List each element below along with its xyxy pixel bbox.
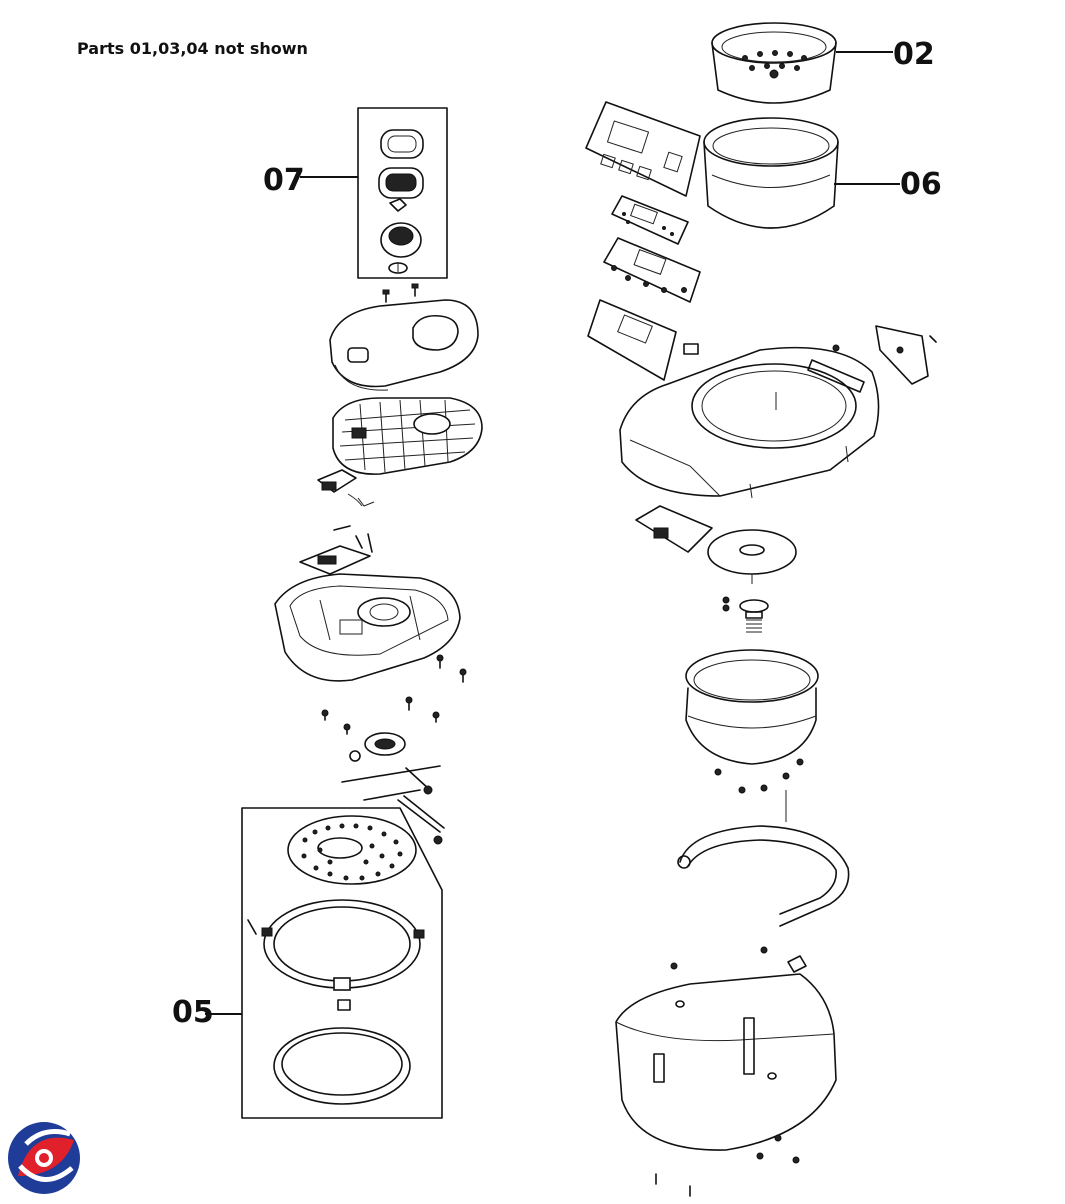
control-bracket bbox=[587, 299, 699, 381]
latch-parts bbox=[299, 469, 375, 575]
power-board bbox=[635, 505, 713, 553]
upper-body-frame bbox=[619, 346, 880, 499]
hinge-parts bbox=[341, 732, 445, 845]
control-panel-cover bbox=[585, 101, 701, 197]
lid-bottom-housing bbox=[274, 573, 461, 682]
control-board bbox=[603, 237, 701, 303]
part-07-group bbox=[357, 107, 448, 279]
screws-right-mid bbox=[714, 758, 804, 822]
heating-bowl bbox=[685, 649, 819, 765]
thermostat-sensor bbox=[722, 596, 769, 633]
screws-top-left bbox=[382, 283, 419, 303]
control-panel-film bbox=[611, 195, 689, 245]
callout-05: 05 bbox=[172, 995, 214, 1030]
screws-left-mid bbox=[321, 654, 467, 735]
part-05-group bbox=[241, 807, 443, 1119]
parts-note: Parts 01,03,04 not shown bbox=[77, 39, 308, 58]
base-housing bbox=[615, 946, 837, 1197]
part-02-steam-basket bbox=[711, 22, 837, 104]
hinge-bracket-right bbox=[832, 325, 937, 385]
part-06-inner-pot bbox=[703, 117, 839, 229]
lid-inner-grid bbox=[332, 397, 483, 475]
heat-plate-disc bbox=[707, 529, 797, 584]
callout-06: 06 bbox=[900, 167, 942, 202]
handle-band bbox=[677, 825, 850, 927]
lid-top-cover bbox=[329, 299, 479, 391]
callout-07: 07 bbox=[263, 163, 305, 198]
callout-02: 02 bbox=[893, 37, 935, 72]
brand-logo bbox=[8, 1122, 80, 1194]
